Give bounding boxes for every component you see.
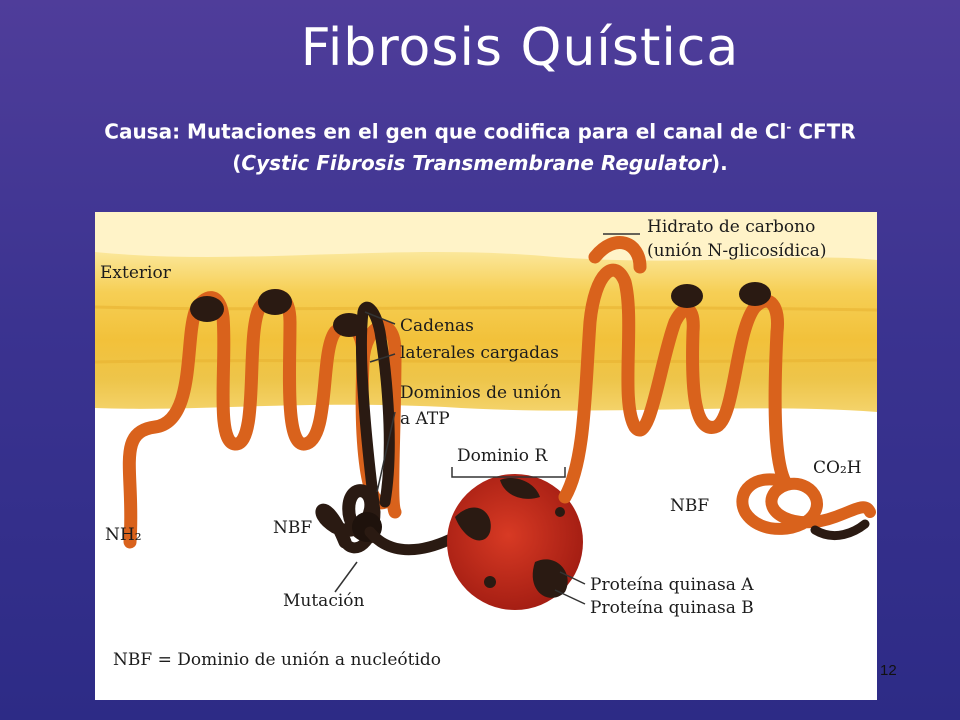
pointer-line — [376, 411, 396, 493]
nbf1-to-rdomain-linker — [364, 526, 461, 556]
label-mutation: Mutación — [283, 591, 365, 611]
slide-title: Fibrosis Quística — [300, 18, 740, 78]
cftr-diagram: Exterior Hidrato de carbono (unión N-gli… — [95, 212, 877, 700]
slide-subtitle: Causa: Mutaciones en el gen que codifica… — [20, 112, 940, 179]
protein-chain-r-to-membrane — [558, 263, 792, 504]
subtitle-text-a: Causa: Mutaciones en el gen que codifica… — [104, 119, 787, 144]
r-domain-patch — [455, 507, 491, 541]
label-atp-domains: Dominios de unión — [400, 383, 562, 403]
label-exterior: Exterior — [100, 263, 171, 283]
transmembrane-loop-2 — [356, 320, 402, 519]
membrane-line — [95, 305, 877, 312]
subtitle-superscript: - — [786, 120, 792, 134]
label-nbf-left: NBF — [273, 518, 313, 538]
pointer-line — [334, 561, 358, 593]
membrane-line — [95, 358, 877, 364]
r-domain-patch — [500, 477, 540, 499]
subtitle-italic: Cystic Fibrosis Transmembrane Regulator — [241, 150, 711, 175]
pointer-line — [559, 571, 586, 585]
charged-cap — [671, 284, 703, 308]
charged-cap — [739, 282, 771, 306]
r-domain-dot — [555, 507, 565, 517]
label-carbohydrate-detail: (unión N-glicosídica) — [647, 241, 827, 261]
pointer-line — [369, 353, 396, 363]
label-pkb: Proteína quinasa B — [590, 598, 754, 618]
pointer-line — [364, 311, 396, 325]
label-nbf-right: NBF — [670, 496, 710, 516]
page-number: 12 — [880, 662, 897, 679]
label-charged-chains: Cadenas — [400, 316, 474, 336]
charged-cap — [190, 296, 224, 322]
c-terminal-tail — [810, 519, 870, 540]
r-domain-dot — [484, 576, 496, 588]
label-charged-chains-2: laterales cargadas — [400, 343, 559, 363]
subtitle-paren-open: ( — [232, 150, 242, 175]
r-domain-patch — [532, 559, 568, 598]
label-pka: Proteína quinasa A — [590, 575, 754, 595]
r-domain-bracket — [451, 467, 566, 478]
nbf2-coil — [736, 473, 876, 535]
cftr-illustration — [95, 212, 877, 610]
label-nh2: NH₂ — [105, 525, 142, 545]
glycosylation-chain — [588, 236, 647, 274]
subtitle-text-b: CFTR — [791, 119, 856, 144]
legend-nbf: NBF = Dominio de unión a nucleótido — [113, 650, 442, 670]
label-r-domain: Dominio R — [457, 446, 548, 466]
label-atp-domains-2: a ATP — [400, 409, 450, 429]
label-carbohydrate: Hidrato de carbono — [647, 217, 816, 237]
charged-cap — [258, 289, 292, 315]
label-co2h: CO₂H — [813, 458, 862, 478]
pointer-line — [554, 589, 586, 605]
subtitle-paren-close: ). — [710, 150, 728, 175]
